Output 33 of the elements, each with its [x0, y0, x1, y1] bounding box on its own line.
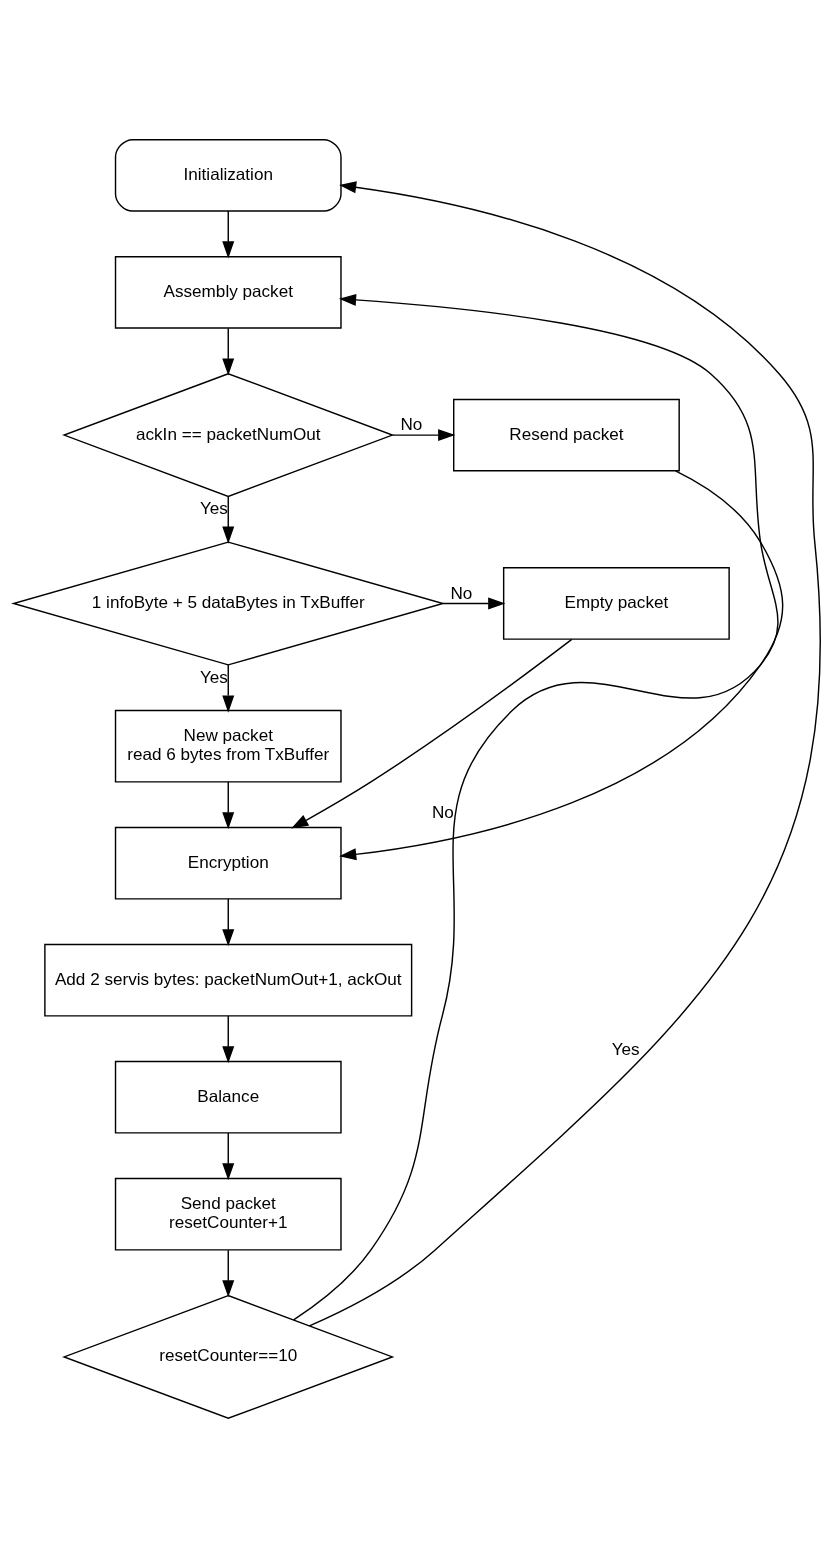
arrow: [222, 210, 235, 259]
arrow: [222, 898, 235, 947]
edge-label: No: [450, 583, 473, 603]
arrow: [292, 293, 779, 1321]
node-box: Empty packet: [502, 567, 730, 640]
arrow: [392, 429, 456, 442]
edge-label: No: [400, 415, 423, 435]
arrow: [222, 664, 235, 713]
node-box: Initialization: [114, 139, 342, 212]
arrow: [222, 1249, 235, 1298]
edge-label: Yes: [200, 499, 228, 519]
edge-label: Yes: [611, 1040, 640, 1060]
node-box: Balance: [114, 1060, 342, 1134]
edge-label: Yes: [200, 667, 228, 687]
arrow: [222, 781, 235, 830]
arrow: [291, 638, 573, 829]
node-diamond: 1 infoByte + 5 dataBytes in TxBuffer: [11, 541, 446, 666]
arrow: [222, 496, 235, 544]
arrow: [339, 470, 784, 861]
arrow: [222, 327, 235, 376]
node-diamond: resetCounter==10: [62, 1294, 395, 1420]
node-box: Encryption: [114, 826, 342, 900]
arrow: [308, 181, 821, 1327]
node-box: Assembly packet: [114, 256, 342, 329]
arrow: [442, 597, 506, 610]
edge-label: No: [431, 803, 454, 823]
node-diamond: ackIn == packetNumOut: [62, 372, 395, 498]
node-box: Add 2 servis bytes: packetNumOut+1, ackOut: [44, 943, 413, 1017]
node-box: Resend packet: [453, 398, 680, 472]
node-box: Send packet resetCounter+1: [114, 1177, 342, 1251]
arrow: [222, 1132, 235, 1181]
arrow: [222, 1015, 235, 1064]
node-box: New packet read 6 bytes from TxBuffer: [114, 709, 342, 783]
